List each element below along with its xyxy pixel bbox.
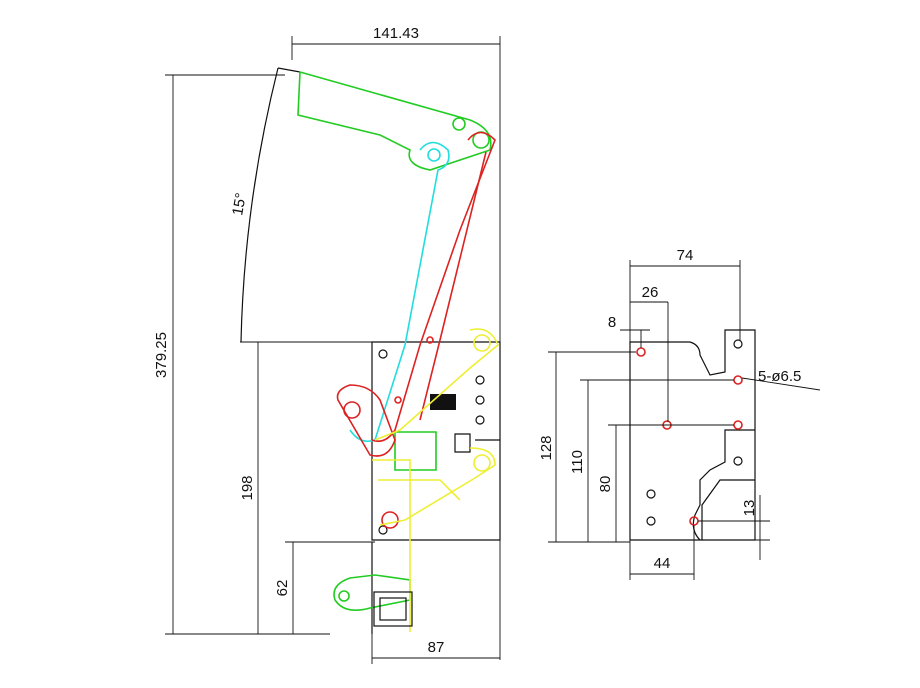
bottom-square-bracket xyxy=(373,591,413,627)
dim-bottom-height-label: 62 xyxy=(274,580,291,597)
dim-hole-13: 13 xyxy=(698,495,770,560)
dim-hole-26: 26 xyxy=(630,284,669,422)
dim-plate-width: 74 xyxy=(629,247,741,342)
dim-lower-height-label: 198 xyxy=(239,475,256,500)
dim-hole-13-label: 13 xyxy=(741,500,758,517)
hole-spec-label: 5-ø6.5 xyxy=(758,368,801,385)
dim-plate-height-label: 128 xyxy=(538,435,555,460)
dim-bottom-height: 62 xyxy=(274,541,375,634)
plate-holes xyxy=(636,339,743,526)
red-link xyxy=(336,131,496,529)
dim-hole-110: 110 xyxy=(569,379,734,542)
dim-hole-110-label: 110 xyxy=(569,450,586,474)
dim-angle-label: 15° xyxy=(229,192,250,217)
dim-bottom-width-label: 87 xyxy=(428,639,445,656)
yellow-link xyxy=(372,328,499,632)
hole-spec-callout: 5-ø6.5 xyxy=(741,368,821,391)
dim-hole-80-label: 80 xyxy=(597,476,614,493)
dim-hole-26-label: 26 xyxy=(642,284,659,301)
dim-width-top-label: 141.43 xyxy=(373,25,419,42)
dim-plate-height: 128 xyxy=(538,351,636,543)
dim-total-height: 379.25 xyxy=(153,74,330,635)
dim-total-height-label: 379.25 xyxy=(153,332,170,378)
assembly-view: 141.43 379.25 198 62 87 xyxy=(153,25,501,664)
dim-hole-80: 80 xyxy=(597,424,734,542)
base-plate xyxy=(371,341,501,634)
green-arm xyxy=(297,70,492,611)
dim-bottom-width: 87 xyxy=(371,600,500,664)
dim-plate-width-label: 74 xyxy=(677,247,694,264)
plate-label-block xyxy=(430,394,456,410)
dim-hole-44-label: 44 xyxy=(654,555,671,572)
dim-hole-8: 8 xyxy=(608,314,650,348)
lid-outline: 15° xyxy=(229,67,375,343)
plate-view: 74 26 8 5-ø6.5 128 1 xyxy=(538,247,821,580)
dim-hole-44: 44 xyxy=(629,525,695,580)
dim-hole-8-label: 8 xyxy=(608,314,616,331)
dim-width-top: 141.43 xyxy=(291,25,501,660)
mount-plate-outline xyxy=(629,329,756,541)
